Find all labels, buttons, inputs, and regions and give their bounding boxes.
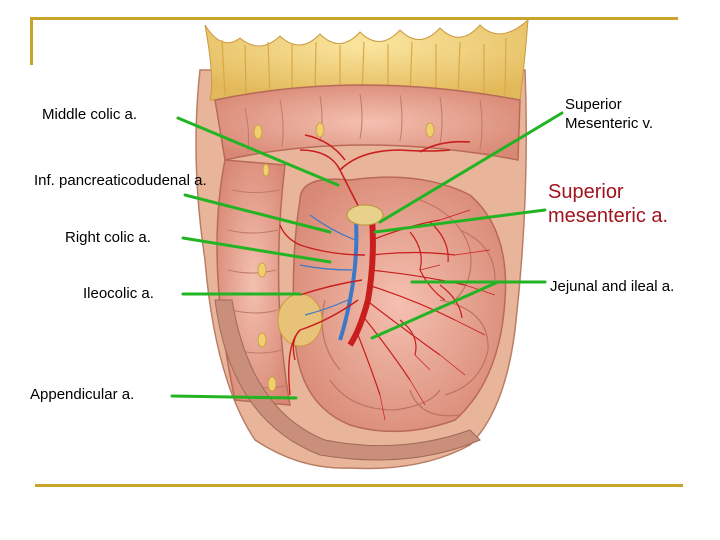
label-superior-mesenteric-v-line2: Mesenteric v. — [565, 115, 654, 132]
pointer-right-colic — [181, 236, 332, 264]
label-appendicular: Appendicular a. — [30, 386, 135, 403]
omentum-fringe — [204, 18, 529, 101]
pointer-superior-mesenteric-v — [378, 111, 564, 224]
pointer-superior-mesenteric-a — [373, 208, 547, 234]
label-superior-mesenteric-a-line1: Superior — [548, 181, 624, 203]
pointer-inf-pancreaticoduodenal — [183, 193, 332, 234]
label-jejunal-ileal: Jejunal and ileal a. — [550, 278, 675, 295]
pointer-middle-colic — [176, 116, 340, 187]
pointer-jejunal-ileal-2 — [370, 280, 500, 340]
label-superior-mesenteric-a: Superior mesenteric a. — [548, 180, 668, 228]
label-superior-mesenteric-v-line1: Superior — [565, 96, 622, 113]
pointer-appendicular — [170, 394, 298, 400]
label-ileocolic: Ileocolic a. — [83, 285, 154, 302]
label-superior-mesenteric-v: Superior Mesenteric v. — [565, 95, 653, 133]
pointer-lines — [170, 111, 564, 400]
small-intestine — [292, 176, 507, 433]
frame-top-line — [30, 17, 678, 20]
label-inf-pancreaticoduodenal: Inf. pancreaticodudenal a. — [34, 172, 207, 189]
frame-left-line — [30, 17, 33, 65]
label-superior-mesenteric-a-line2: mesenteric a. — [548, 205, 669, 227]
transverse-colon — [214, 84, 521, 161]
frame-bottom-line — [35, 484, 683, 487]
abdominal-wall-cut — [214, 299, 481, 461]
superior-mesenteric-vein — [338, 219, 359, 341]
label-right-colic: Right colic a. — [65, 229, 151, 246]
label-middle-colic: Middle colic a. — [42, 106, 138, 123]
